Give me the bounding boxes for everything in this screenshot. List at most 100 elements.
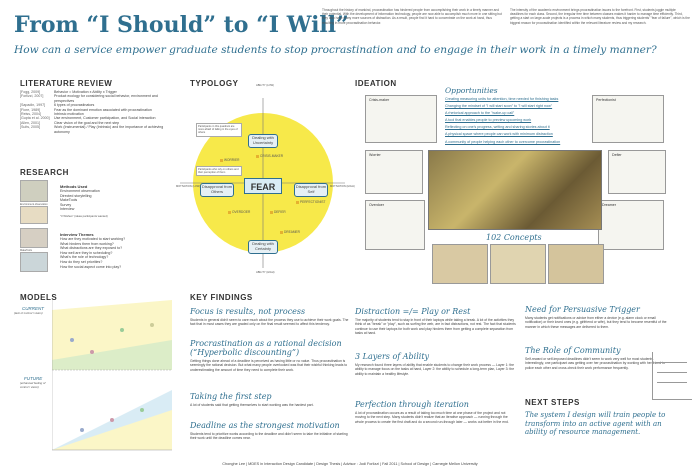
literature-ref: [Reiss, 2004] bbox=[20, 112, 41, 117]
concepts-label: 102 Concepts bbox=[486, 233, 542, 242]
finding-2-body: Getting things done ahead of a deadline … bbox=[190, 359, 348, 372]
typology-axis-right: MOTIVATION (HIGH) bbox=[330, 185, 355, 188]
finding-9: The Role of Community Self-reward or sel… bbox=[525, 346, 670, 370]
research-photo-1 bbox=[20, 180, 48, 202]
literature-row: [Sapadin, 1997] 6 types of procrastinator… bbox=[20, 103, 170, 107]
typology-left-box: Disapproval from Others bbox=[200, 183, 234, 197]
models-figure-2 bbox=[90, 350, 94, 354]
models-current-label: CURRENT bbox=[22, 306, 44, 311]
literature-ref: [Allen, 2001] bbox=[20, 120, 40, 125]
finding-4: Deadline as the strongest motivation Stu… bbox=[190, 421, 350, 441]
models-figure-3 bbox=[120, 328, 124, 332]
opportunities-list: Creating measuring units for attention, … bbox=[445, 96, 585, 146]
finding-4-head: Deadline as the strongest motivation bbox=[190, 421, 340, 430]
models-figure-7 bbox=[140, 408, 144, 412]
typology-axis-top: ABILITY (LOW) bbox=[256, 84, 274, 87]
sketch-crisis-maker: Crisis-maker bbox=[365, 95, 437, 143]
opportunities-title: Opportunities bbox=[445, 86, 498, 95]
literature-ref: [Fiore, 1989] bbox=[20, 107, 41, 112]
type-perfectionist: PERFECTIONIST bbox=[296, 200, 326, 204]
method-item: Directed storytelling bbox=[60, 193, 92, 198]
concept-graph-line-1 bbox=[657, 362, 687, 363]
models-future-yellow bbox=[52, 410, 172, 450]
opportunity-item: A physical space where people can work w… bbox=[445, 132, 553, 137]
theme-item: What hinders them from working? bbox=[60, 241, 114, 246]
intro-right: The intensity of the academic environmen… bbox=[510, 8, 690, 25]
literature-text: Product ecology for considering social b… bbox=[54, 94, 158, 103]
literature-text: Clear vision of the goal and the next st… bbox=[54, 120, 120, 125]
typology-top-box: Dealing with Uncertainty bbox=[248, 134, 278, 148]
findings-title: KEY FINDINGS bbox=[190, 293, 253, 302]
finding-8-head: Need for Persuasive Trigger bbox=[525, 305, 640, 314]
typology-axis-left: MOTIVATION (LOW) bbox=[176, 185, 201, 188]
footer: Chonghe Lee | MDES in Interaction Design… bbox=[222, 462, 478, 466]
page-title: From “I Should” to “I Will” bbox=[14, 12, 349, 38]
method-item: Survey bbox=[60, 202, 72, 207]
method-item: Environment observation bbox=[60, 189, 100, 193]
models-figure-6 bbox=[110, 418, 114, 422]
opportunity-item: A tool that enables people to preview up… bbox=[445, 118, 532, 123]
opportunity-item: A rhetorical approach to the "wake-up ca… bbox=[445, 111, 515, 116]
literature-row: [Reiss, 2004] Intrinsic motivation bbox=[20, 112, 170, 116]
research-photo-caption-1: Environment observation bbox=[20, 203, 48, 206]
finding-3-head: Taking the first step bbox=[190, 392, 272, 401]
opportunity-item: Creating measuring units for attention, … bbox=[445, 97, 559, 101]
literature-row: [Allen, 2001] Clear vision of the goal an… bbox=[20, 121, 170, 125]
research-photo-3 bbox=[20, 228, 48, 248]
finding-7-head: Perfection through iteration bbox=[355, 400, 469, 409]
models-current-sub: (lack of control / vision) bbox=[14, 311, 43, 315]
literature-row: [Suits, 2005] Work (Instrumental) / Play … bbox=[20, 125, 170, 134]
literature-ref: [Suits, 2005] bbox=[20, 125, 40, 130]
finding-1-head: Focus is results, not process bbox=[190, 307, 306, 316]
next-steps-body: The system I design will train people to… bbox=[525, 411, 666, 437]
literature-row: [Fiore, 1989]Fear as the dominant emotio… bbox=[20, 108, 170, 112]
literature-ref: [Fogg, 2009] bbox=[20, 90, 41, 94]
research-photo-2 bbox=[20, 206, 48, 224]
literature-row: [Forlizzi, 2007] Product ecology for cons… bbox=[20, 94, 170, 103]
finding-5-body: The majority of students tend to stay in… bbox=[355, 318, 516, 336]
theme-item: What distractions are they exposed to? bbox=[60, 246, 123, 251]
theme-item: How the social aspect come into play? bbox=[60, 264, 122, 269]
literature-text: Work (Instrumental) / Play (Intrinsic) a… bbox=[54, 125, 164, 134]
type-dreamer: DREAMER bbox=[280, 230, 300, 234]
literature-ref: [Forlizzi, 2007] bbox=[20, 94, 44, 99]
opportunity-item: Reflecting on one's progress, writing an… bbox=[445, 125, 550, 130]
typology-center: FEAR bbox=[244, 178, 282, 194]
research-title: RESEARCH bbox=[20, 168, 69, 177]
type-worrier: WORRIER bbox=[220, 158, 239, 162]
methods-title: Methods Used bbox=[60, 184, 88, 189]
page-subtitle: How can a service empower graduate stude… bbox=[14, 44, 657, 56]
concepts-photo-1 bbox=[432, 244, 488, 284]
concept-graph bbox=[652, 352, 692, 400]
finding-6-body: My research found three layers of abilit… bbox=[355, 363, 515, 376]
sketch-overdoer: Overdoer bbox=[365, 200, 425, 250]
next-steps-title: NEXT STEPS bbox=[525, 398, 580, 407]
literature-text: Intrinsic motivation bbox=[54, 112, 84, 117]
finding-9-body: Self-reward or self-imposed deadlines di… bbox=[525, 357, 665, 370]
literature-row: [Fogg, 2009] Behavior = Motivation x Abil… bbox=[20, 90, 170, 94]
sketch-defier: Defier bbox=[608, 150, 666, 194]
ideation-title: IDEATION bbox=[355, 79, 397, 88]
literature-title: LITERATURE REVIEW bbox=[20, 79, 113, 88]
literature-text: 6 types of procrastinators bbox=[54, 103, 95, 108]
typology-title: TYPOLOGY bbox=[190, 79, 239, 88]
finding-5: Distraction =/= Play or Rest The majorit… bbox=[355, 307, 517, 336]
literature-text: Use environment, Customer participation,… bbox=[54, 116, 156, 121]
finding-4-body: Students tend to prioritize works accord… bbox=[190, 432, 348, 441]
opportunity-item: Changing the mindset of "I will start so… bbox=[445, 104, 553, 109]
theme-item: How well are they in scheduling? bbox=[60, 250, 113, 255]
concepts-photo-2 bbox=[490, 244, 546, 284]
finding-3: Taking the first step A lot of students … bbox=[190, 392, 350, 407]
themes-list: How are they motivated to start working?… bbox=[60, 237, 125, 269]
literature-list: [Fogg, 2009] Behavior = Motivation x Abil… bbox=[20, 90, 170, 134]
finding-7: Perfection through iteration A lot of pr… bbox=[355, 400, 517, 424]
models-current-green bbox=[52, 340, 172, 370]
literature-text: Behavior = Motivation x Ability x Trigge… bbox=[54, 90, 117, 94]
finding-8: Need for Persuasive Trigger Many student… bbox=[525, 305, 670, 329]
themes-title: Interview Themes bbox=[60, 232, 94, 237]
concepts-photo-3 bbox=[548, 244, 604, 284]
finding-8-body: Many students get notifications or advic… bbox=[525, 316, 667, 329]
literature-ref: [Sapadin, 1997] bbox=[20, 103, 46, 108]
models-figure-5 bbox=[80, 428, 84, 432]
